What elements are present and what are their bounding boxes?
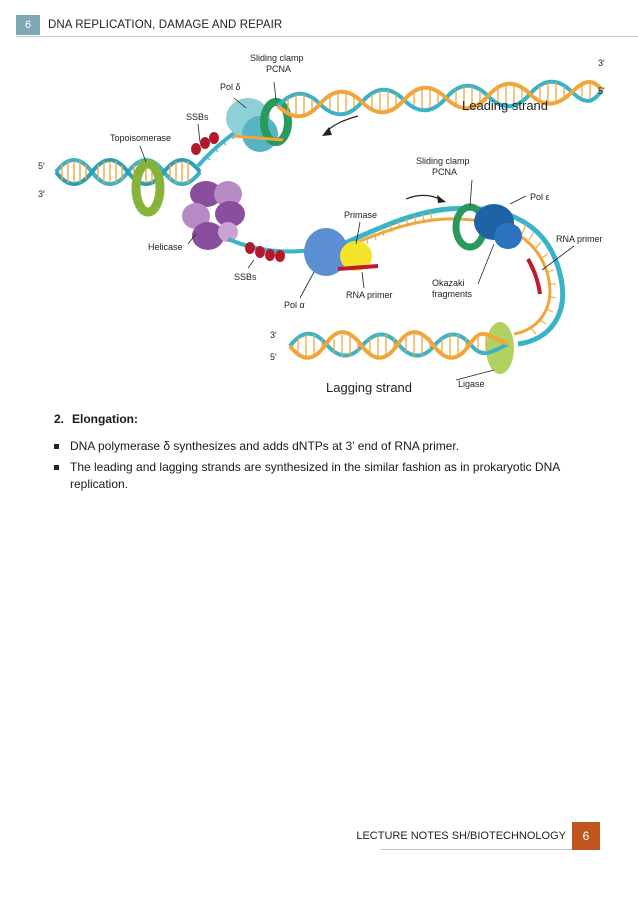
label-five-prime-left: 5′ <box>38 161 45 171</box>
header-rule <box>16 36 638 37</box>
section-number: 2. <box>54 412 65 426</box>
list-item: DNA polymerase δ synthesizes and adds dN… <box>54 438 594 455</box>
header-title: DNA REPLICATION, DAMAGE AND REPAIR <box>48 19 283 31</box>
lagging-strand-loop <box>317 205 566 347</box>
label-five-prime-top-right: 5′ <box>598 86 605 96</box>
label-lagging-strand: Lagging strand <box>326 380 412 395</box>
label-okazaki-1: Okazaki <box>432 278 465 288</box>
label-ssbs-bottom: SSBs <box>234 272 257 282</box>
page-header: 6 DNA REPLICATION, DAMAGE AND REPAIR <box>0 14 282 36</box>
label-pcna-mid: PCNA <box>432 167 457 177</box>
ssbs-bottom <box>245 242 285 262</box>
footer-page-number: 6 <box>572 822 600 850</box>
bullet-marker <box>54 465 59 470</box>
bullet-list: DNA polymerase δ synthesizes and adds dN… <box>54 438 594 497</box>
replication-fork-figure: Sliding clamp PCNA Pol δ SSBs Topoisomer… <box>38 44 608 396</box>
label-pol-delta: Pol δ <box>220 82 241 92</box>
label-three-prime-bottom: 3′ <box>270 330 277 340</box>
bullet-text: The leading and lagging strands are synt… <box>70 460 560 491</box>
header-page-number: 6 <box>16 15 40 35</box>
lagging-direction-arrow <box>405 194 443 201</box>
pol-alpha-primase-complex <box>304 228 379 276</box>
label-three-prime-left: 3′ <box>38 189 45 199</box>
label-pol-alpha: Pol α <box>284 300 305 310</box>
bullet-text: DNA polymerase δ synthesizes and adds dN… <box>70 439 460 453</box>
label-okazaki-2: fragments <box>432 289 473 299</box>
topoisomerase-shape <box>131 159 165 217</box>
ssbs-top <box>191 132 219 155</box>
rna-primer-right <box>526 258 542 295</box>
leading-direction-arrow <box>325 115 359 133</box>
label-primase: Primase <box>344 210 377 220</box>
label-ssbs-top: SSBs <box>186 112 209 122</box>
bullet-marker <box>54 444 59 449</box>
pol-epsilon-complex <box>452 203 522 251</box>
label-three-prime-top-right: 3′ <box>598 58 605 68</box>
section-title: Elongation: <box>72 412 139 426</box>
label-rna-primer-right: RNA primer <box>556 234 603 244</box>
label-helicase: Helicase <box>148 242 183 252</box>
footer-text: LECTURE NOTES SH/BIOTECHNOLOGY <box>356 830 566 842</box>
parental-dna-helix <box>54 158 202 186</box>
section-heading: 2. Elongation: <box>54 412 138 426</box>
pol-delta-complex <box>226 98 292 152</box>
label-ligase: Ligase <box>458 379 485 389</box>
label-sliding-clamp-mid: Sliding clamp <box>416 156 470 166</box>
page-footer: LECTURE NOTES SH/BIOTECHNOLOGY 6 <box>356 822 600 850</box>
label-sliding-clamp-top: Sliding clamp <box>250 53 304 63</box>
footer-rule <box>380 849 572 850</box>
leading-strand-helix <box>276 79 604 119</box>
label-pcna-top: PCNA <box>266 64 291 74</box>
list-item: The leading and lagging strands are synt… <box>54 459 594 493</box>
label-pol-epsilon: Pol ε <box>530 192 550 202</box>
leader-lines <box>139 81 575 381</box>
label-topoisomerase: Topoisomerase <box>110 133 171 143</box>
helicase-shape <box>182 181 245 250</box>
label-leading-strand: Leading strand <box>462 98 548 113</box>
label-rna-primer-mid: RNA primer <box>346 290 393 300</box>
label-five-prime-bottom: 5′ <box>270 352 277 362</box>
lagging-strand-helix <box>288 330 509 360</box>
